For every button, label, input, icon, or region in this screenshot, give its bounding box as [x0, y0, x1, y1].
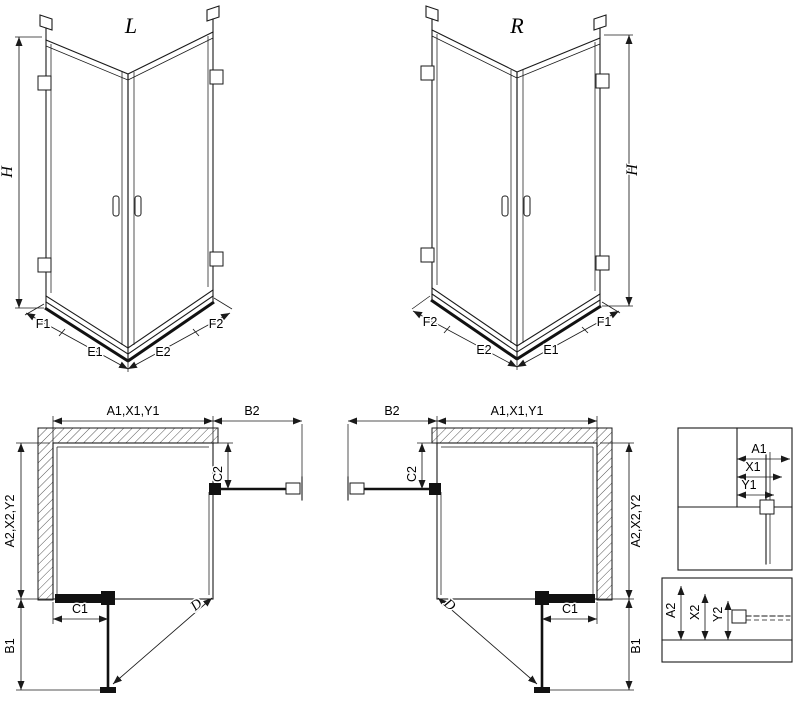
width-dimensions: F1 E1 E2 F2 [24, 297, 233, 372]
adjustment-dimensions: A1 X1 Y1 [737, 441, 790, 499]
dim-label-e1: E1 [543, 343, 558, 357]
dimension-b2: B2 [347, 403, 437, 477]
shower-tray-outline [436, 442, 598, 600]
dim-label-b2: B2 [244, 404, 259, 418]
shower-tray [44, 289, 215, 363]
open-door-bottom [100, 605, 116, 693]
wall-brackets [39, 5, 220, 41]
detail-view-top: A1 X1 Y1 [677, 427, 793, 571]
fixed-panel-bottom [55, 591, 115, 605]
hinges [420, 65, 610, 271]
dim-label-h-right: H [624, 163, 641, 177]
dimension-top: A1,X1,Y1 [436, 403, 598, 443]
shower-tray [430, 287, 602, 361]
dimension-c1: C1 [52, 601, 108, 624]
tray-rim [56, 446, 210, 595]
dim-label-a2: A2 [664, 603, 678, 618]
adjustment-dimensions: A2 X2 Y2 [663, 586, 732, 640]
front-view-left: L [0, 5, 233, 372]
wall-hatch [37, 427, 219, 601]
open-door-bottom [534, 605, 550, 693]
front-view-right: R [411, 5, 643, 370]
wall-brackets [425, 5, 607, 39]
detail-frame [677, 427, 793, 571]
width-dimensions: F2 E2 E1 F1 [411, 295, 621, 370]
dimension-left: A2,X2,Y2 [2, 442, 53, 600]
door-handles [112, 195, 142, 217]
dimension-b1: B1 [550, 599, 645, 691]
dim-label-x2: X2 [688, 605, 702, 620]
glass-section [759, 451, 775, 565]
dim-label-f2: F2 [209, 317, 224, 331]
glass-section [731, 609, 791, 624]
detail-frame [661, 577, 793, 663]
dim-label-a1x1y1: A1,X1,Y1 [491, 404, 544, 418]
tray-rim [440, 446, 594, 595]
door-handles [501, 195, 531, 217]
open-door-left [347, 476, 441, 501]
dim-label-b1: B1 [3, 638, 17, 653]
dim-label-f1: F1 [597, 315, 612, 329]
glass-panels [431, 29, 601, 348]
dim-label-x1: X1 [745, 460, 760, 474]
fixed-panel-bottom [535, 591, 595, 605]
dim-label-c1: C1 [562, 602, 578, 616]
dim-label-a2x2y2: A2,X2,Y2 [629, 495, 643, 548]
dimension-diagonal: D [437, 594, 538, 685]
dim-label-b2: B2 [384, 404, 399, 418]
dimension-b2: B2 [213, 403, 303, 477]
dimension-top: A1,X1,Y1 [52, 403, 214, 443]
dimension-diagonal: D [112, 595, 213, 685]
dim-label-h-left: H [0, 165, 16, 179]
dimension-c1: C1 [542, 601, 598, 624]
dim-label-f2: F2 [423, 315, 438, 329]
dim-label-e2: E2 [155, 345, 170, 359]
height-dimension: H [602, 34, 643, 307]
variant-label-left: L [124, 13, 137, 38]
dim-label-y1: Y1 [741, 478, 756, 492]
dim-label-b1: B1 [629, 638, 643, 653]
plan-view-right: B2 A1,X1,Y1 C2 A2,X2,Y2 B1 C1 [347, 403, 645, 693]
shower-tray-outline [52, 442, 214, 600]
dim-label-f1: F1 [36, 317, 51, 331]
dim-label-y2: Y2 [711, 607, 725, 622]
dim-label-c1: C1 [72, 602, 88, 616]
dim-label-e1: E1 [87, 345, 102, 359]
dimension-c2: C2 [404, 442, 434, 490]
dimension-c2: C2 [210, 442, 233, 490]
hinges [37, 69, 224, 273]
glass-panels [45, 31, 214, 350]
detail-view-bottom: A2 X2 Y2 [661, 577, 793, 663]
dim-label-a2x2y2: A2,X2,Y2 [3, 495, 17, 548]
variant-label-right: R [509, 13, 524, 38]
dim-label-c2: C2 [211, 466, 225, 482]
plan-view-left: A1,X1,Y1 B2 C2 A2,X2,Y2 B1 C1 [2, 403, 303, 693]
dimension-b1: B1 [2, 599, 100, 691]
dim-label-e2: E2 [476, 343, 491, 357]
wall-hatch [431, 427, 613, 601]
dim-label-a1x1y1: A1,X1,Y1 [107, 404, 160, 418]
height-dimension: H [0, 36, 44, 309]
dim-label-c2: C2 [405, 466, 419, 482]
dim-label-a1: A1 [751, 442, 766, 456]
